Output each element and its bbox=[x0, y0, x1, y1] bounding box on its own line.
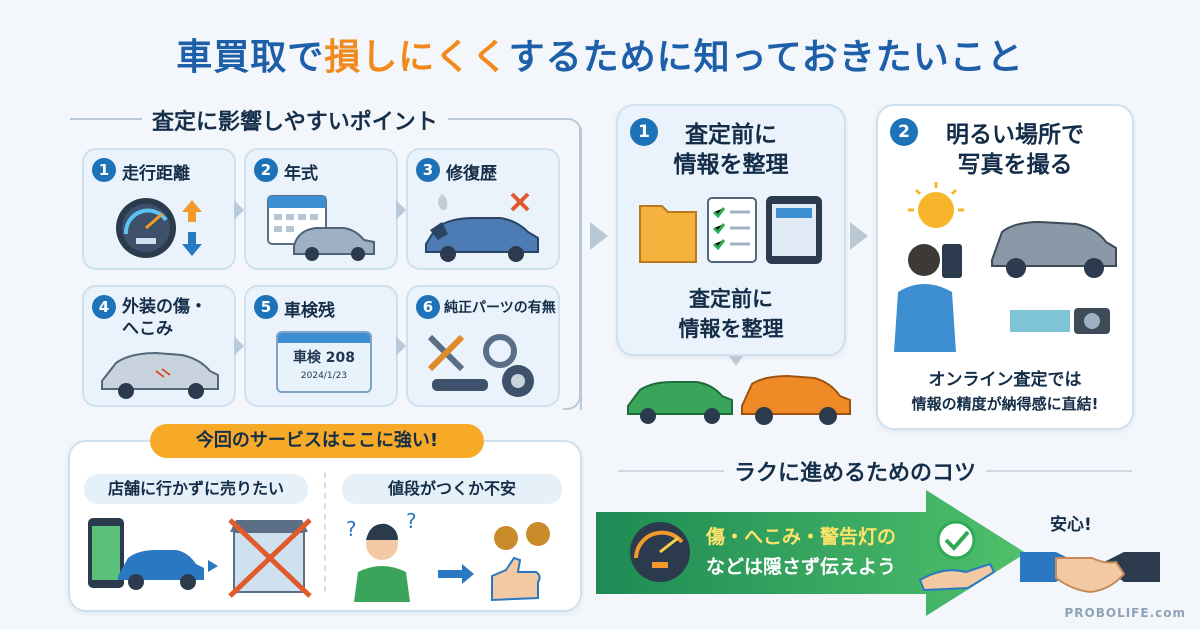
watermark: PROBOLIFE.com bbox=[1064, 606, 1186, 620]
point-label: 外装の傷・へこみ bbox=[122, 296, 207, 340]
step-number: 1 bbox=[630, 118, 658, 146]
service-panel: 店舗に行かずに売りたい 値段がつくか不安 ? ? bbox=[68, 440, 582, 612]
svg-text:?: ? bbox=[406, 510, 417, 533]
step2-label: 明るい場所で写真を撮る bbox=[898, 120, 1132, 180]
point-label-line2: へこみ bbox=[122, 319, 173, 339]
cars-icon bbox=[627, 374, 851, 425]
relief-label: 安心! bbox=[1050, 515, 1092, 535]
point-label: 修復歴 bbox=[446, 164, 497, 184]
sticker-text: 車検 208 bbox=[292, 350, 356, 366]
step2-note-line2: 情報の精度が納得感に直結! bbox=[911, 395, 1099, 413]
point-label: 純正パーツの有無 bbox=[444, 300, 556, 316]
title-part1: 車買取で bbox=[176, 37, 325, 78]
inspection-sticker-icon: 車検 208 2024/1/23 bbox=[276, 331, 372, 393]
chevron-right-icon bbox=[234, 200, 244, 220]
tips-message: 傷・へこみ・警告灯のなどは隠さず伝えよう bbox=[706, 522, 926, 582]
title-part2: 損しにくく bbox=[324, 37, 509, 78]
tips-arrow-banner bbox=[596, 490, 1026, 616]
service-section-title: 今回のサービスはここに強い! bbox=[150, 424, 484, 458]
point-label-line1: 外装の傷・ bbox=[122, 297, 207, 317]
damaged-car-icon bbox=[425, 192, 539, 262]
chevron-right-icon bbox=[234, 336, 244, 356]
scratched-car-icon bbox=[101, 351, 219, 399]
points-section-title: 査定に影響しやすいポイント bbox=[142, 104, 448, 136]
point-card-genuine-parts: 6 純正パーツの有無 bbox=[406, 285, 560, 407]
flow-arrow-icon bbox=[590, 222, 608, 250]
point-number: 6 bbox=[416, 295, 440, 319]
service-divider bbox=[324, 472, 326, 592]
step1-label-line2: 情報を整理 bbox=[673, 152, 789, 178]
step2-label-line2: 写真を撮る bbox=[957, 152, 1073, 178]
price-worry-icon: ? ? bbox=[346, 510, 550, 602]
point-card-repair-history: 3 修復歴 bbox=[406, 148, 560, 270]
point-card-mileage: 1 走行距離 bbox=[82, 148, 236, 270]
step2-note-line1: オンライン査定では bbox=[928, 370, 1082, 390]
point-number: 2 bbox=[254, 158, 278, 182]
flow-arrow-icon bbox=[850, 222, 868, 250]
title-part3: するために知っておきたいこと bbox=[508, 37, 1024, 78]
step1-sub-line1: 査定前に bbox=[689, 287, 773, 311]
point-card-inspection: 5 車検残 車検 208 2024/1/23 bbox=[244, 285, 398, 407]
tips-message-line2: などは隠さず伝えよう bbox=[706, 556, 897, 578]
point-number: 1 bbox=[92, 158, 116, 182]
point-card-year: 2 年式 bbox=[244, 148, 398, 270]
step1-panel: 1 査定前に情報を整理 査定前に情報を整理 bbox=[616, 104, 846, 356]
tips-message-line1: 傷・へこみ・警告灯の bbox=[706, 526, 897, 548]
tools-parts-icon bbox=[427, 334, 534, 397]
point-label: 車検残 bbox=[284, 301, 335, 321]
point-label: 年式 bbox=[284, 164, 318, 184]
chevron-right-icon bbox=[396, 200, 406, 220]
step2-panel: 2 明るい場所で写真を撮る オンライン査定では情報の精度が納得感に直結! bbox=[876, 104, 1134, 430]
point-number: 5 bbox=[254, 295, 278, 319]
down-arrow-icon bbox=[729, 356, 743, 366]
speedometer-icon bbox=[116, 198, 202, 258]
step1-label-line1: 査定前に bbox=[685, 122, 777, 148]
svg-text:?: ? bbox=[346, 517, 357, 541]
point-number: 3 bbox=[416, 158, 440, 182]
service-left-label: 店舗に行かずに売りたい bbox=[84, 474, 308, 504]
check-hand-icon bbox=[918, 520, 996, 592]
online-sale-icon bbox=[88, 518, 312, 598]
calendar-car-icon bbox=[267, 195, 375, 261]
sticker-date: 2024/1/23 bbox=[300, 371, 348, 381]
service-right-label: 値段がつくか不安 bbox=[342, 474, 562, 504]
point-card-exterior: 4 外装の傷・へこみ bbox=[82, 285, 236, 407]
points-bracket-bottom bbox=[563, 128, 581, 410]
handshake-icon bbox=[1020, 552, 1160, 594]
tips-section-title: ラクに進めるためのコツ bbox=[724, 455, 987, 487]
step-number: 2 bbox=[890, 118, 918, 146]
documents-icon bbox=[639, 196, 822, 264]
step1-label: 査定前に情報を整理 bbox=[618, 120, 844, 180]
step2-label-line1: 明るい場所で bbox=[946, 122, 1084, 148]
step1-sub-line2: 情報を整理 bbox=[678, 317, 784, 341]
page-title: 車買取で損しにくくするために知っておきたいこと bbox=[0, 28, 1200, 80]
step2-note: オンライン査定では情報の精度が納得感に直結! bbox=[878, 368, 1132, 416]
warning-gauge-icon bbox=[630, 522, 690, 582]
chevron-right-icon bbox=[396, 336, 406, 356]
step1-sub-label: 査定前に情報を整理 bbox=[618, 284, 844, 344]
point-number: 4 bbox=[92, 295, 116, 319]
point-label: 走行距離 bbox=[122, 164, 190, 184]
photo-scene-icon bbox=[894, 182, 1117, 352]
